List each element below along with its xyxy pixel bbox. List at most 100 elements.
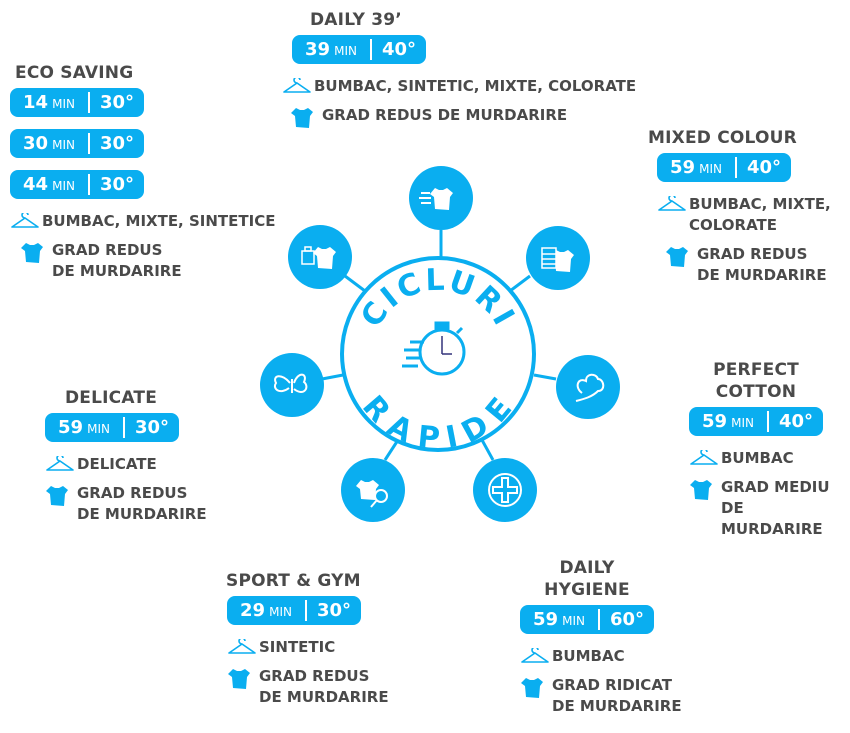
fabric-types: BUMBAC, MIXTE, COLORATE [657, 194, 831, 236]
program-title: DAILY 39’ [310, 10, 402, 30]
soil-level: GRAD REDUS DE MURDARIRE [227, 666, 389, 708]
hanger-icon [227, 637, 259, 655]
duration-value: 44 [23, 174, 49, 195]
duration-unit: MIN [269, 605, 292, 619]
divider [598, 609, 600, 630]
hanger-icon [10, 211, 42, 229]
soil-text: GRAD REDUS DE MURDARIRE [322, 106, 568, 124]
fabric-text: SINTETIC [259, 638, 336, 656]
fabric-text: BUMBAC, MIXTE, SINTETICE [42, 212, 276, 230]
fabric-types: DELICATE [45, 454, 207, 475]
soil-text: GRAD MEDIU DE MURDARIRE [721, 478, 830, 538]
program-title: DAILY HYGIENE [544, 558, 630, 600]
fabric-types: BUMBAC, SINTETIC, MIXTE, COLORATE [282, 76, 636, 97]
temperature-value: 30° [99, 133, 135, 154]
temperature-value: 40° [381, 39, 417, 60]
shirt-icon [227, 666, 259, 690]
duration-value: 59 [702, 411, 728, 432]
soil-level: GRAD REDUS DE MURDARIRE [282, 105, 636, 129]
shirt-icon [290, 105, 322, 129]
temperature-value: 30° [316, 600, 352, 621]
soil-text: GRAD REDUS DE MURDARIRE [259, 667, 389, 706]
program-title: MIXED COLOUR [648, 128, 797, 148]
shirt-icon [45, 483, 77, 507]
hanger-icon [520, 646, 552, 664]
mixed-colour-icon [526, 226, 590, 290]
fabric-text: BUMBAC, SINTETIC, MIXTE, COLORATE [314, 77, 637, 95]
eco-saving-icon [288, 225, 352, 289]
sport-gym-icon [341, 458, 405, 522]
duration-unit: MIN [52, 179, 75, 193]
divider [305, 600, 307, 621]
delicate-icon [260, 353, 324, 417]
soil-text: GRAD RIDICAT DE MURDARIRE [552, 676, 682, 715]
hanger-icon [45, 454, 77, 472]
center-circle [340, 256, 536, 452]
duration-unit: MIN [562, 614, 585, 628]
temperature-value: 30° [99, 92, 135, 113]
daily-39-icon [409, 166, 473, 230]
soil-level: GRAD REDUS DE MURDARIRE [10, 240, 275, 282]
soil-level: GRAD MEDIU DE MURDARIRE [689, 477, 850, 540]
duration-unit: MIN [52, 97, 75, 111]
soil-level: GRAD REDUS DE MURDARIRE [45, 483, 207, 525]
fabric-types: SINTETIC [227, 637, 389, 658]
duration-unit: MIN [87, 422, 110, 436]
temperature-value: 40° [778, 411, 814, 432]
duration-value: 59 [58, 417, 84, 438]
fabric-text: BUMBAC [552, 647, 625, 665]
shirt-icon [665, 244, 697, 268]
soil-level: GRAD REDUS DE MURDARIRE [657, 244, 831, 286]
soil-text: GRAD REDUS DE MURDARIRE [52, 241, 182, 280]
duration-value: 59 [533, 609, 559, 630]
duration-value: 59 [670, 157, 696, 178]
fabric-types: BUMBAC [520, 646, 682, 667]
shirt-icon [20, 240, 52, 264]
daily-hygiene-icon [473, 458, 537, 522]
duration-unit: MIN [699, 162, 722, 176]
divider [767, 411, 769, 432]
divider [88, 92, 90, 113]
divider [88, 133, 90, 154]
program-title: PERFECT COTTON [713, 360, 799, 402]
duration-value: 29 [240, 600, 266, 621]
fabric-types: BUMBAC, MIXTE, SINTETICE [10, 211, 275, 232]
stopwatch-icon [402, 321, 466, 376]
soil-text: GRAD REDUS DE MURDARIRE [77, 484, 207, 523]
fabric-text: BUMBAC, MIXTE, COLORATE [689, 195, 831, 234]
duration-value: 39 [305, 39, 331, 60]
program-title: ECO SAVING [15, 63, 134, 83]
soil-text: GRAD REDUS DE MURDARIRE [697, 245, 827, 284]
temperature-value: 30° [99, 174, 135, 195]
divider [735, 157, 737, 178]
duration-value: 14 [23, 92, 49, 113]
divider [123, 417, 125, 438]
fabric-text: BUMBAC [721, 449, 794, 467]
hanger-icon [689, 448, 721, 466]
perfect-cotton-icon [556, 355, 620, 419]
fabric-text: DELICATE [77, 455, 157, 473]
program-title: DELICATE [65, 388, 158, 408]
divider [88, 174, 90, 195]
divider [370, 39, 372, 60]
duration-unit: MIN [52, 138, 75, 152]
fabric-types: BUMBAC [689, 448, 850, 469]
temperature-value: 60° [609, 609, 645, 630]
